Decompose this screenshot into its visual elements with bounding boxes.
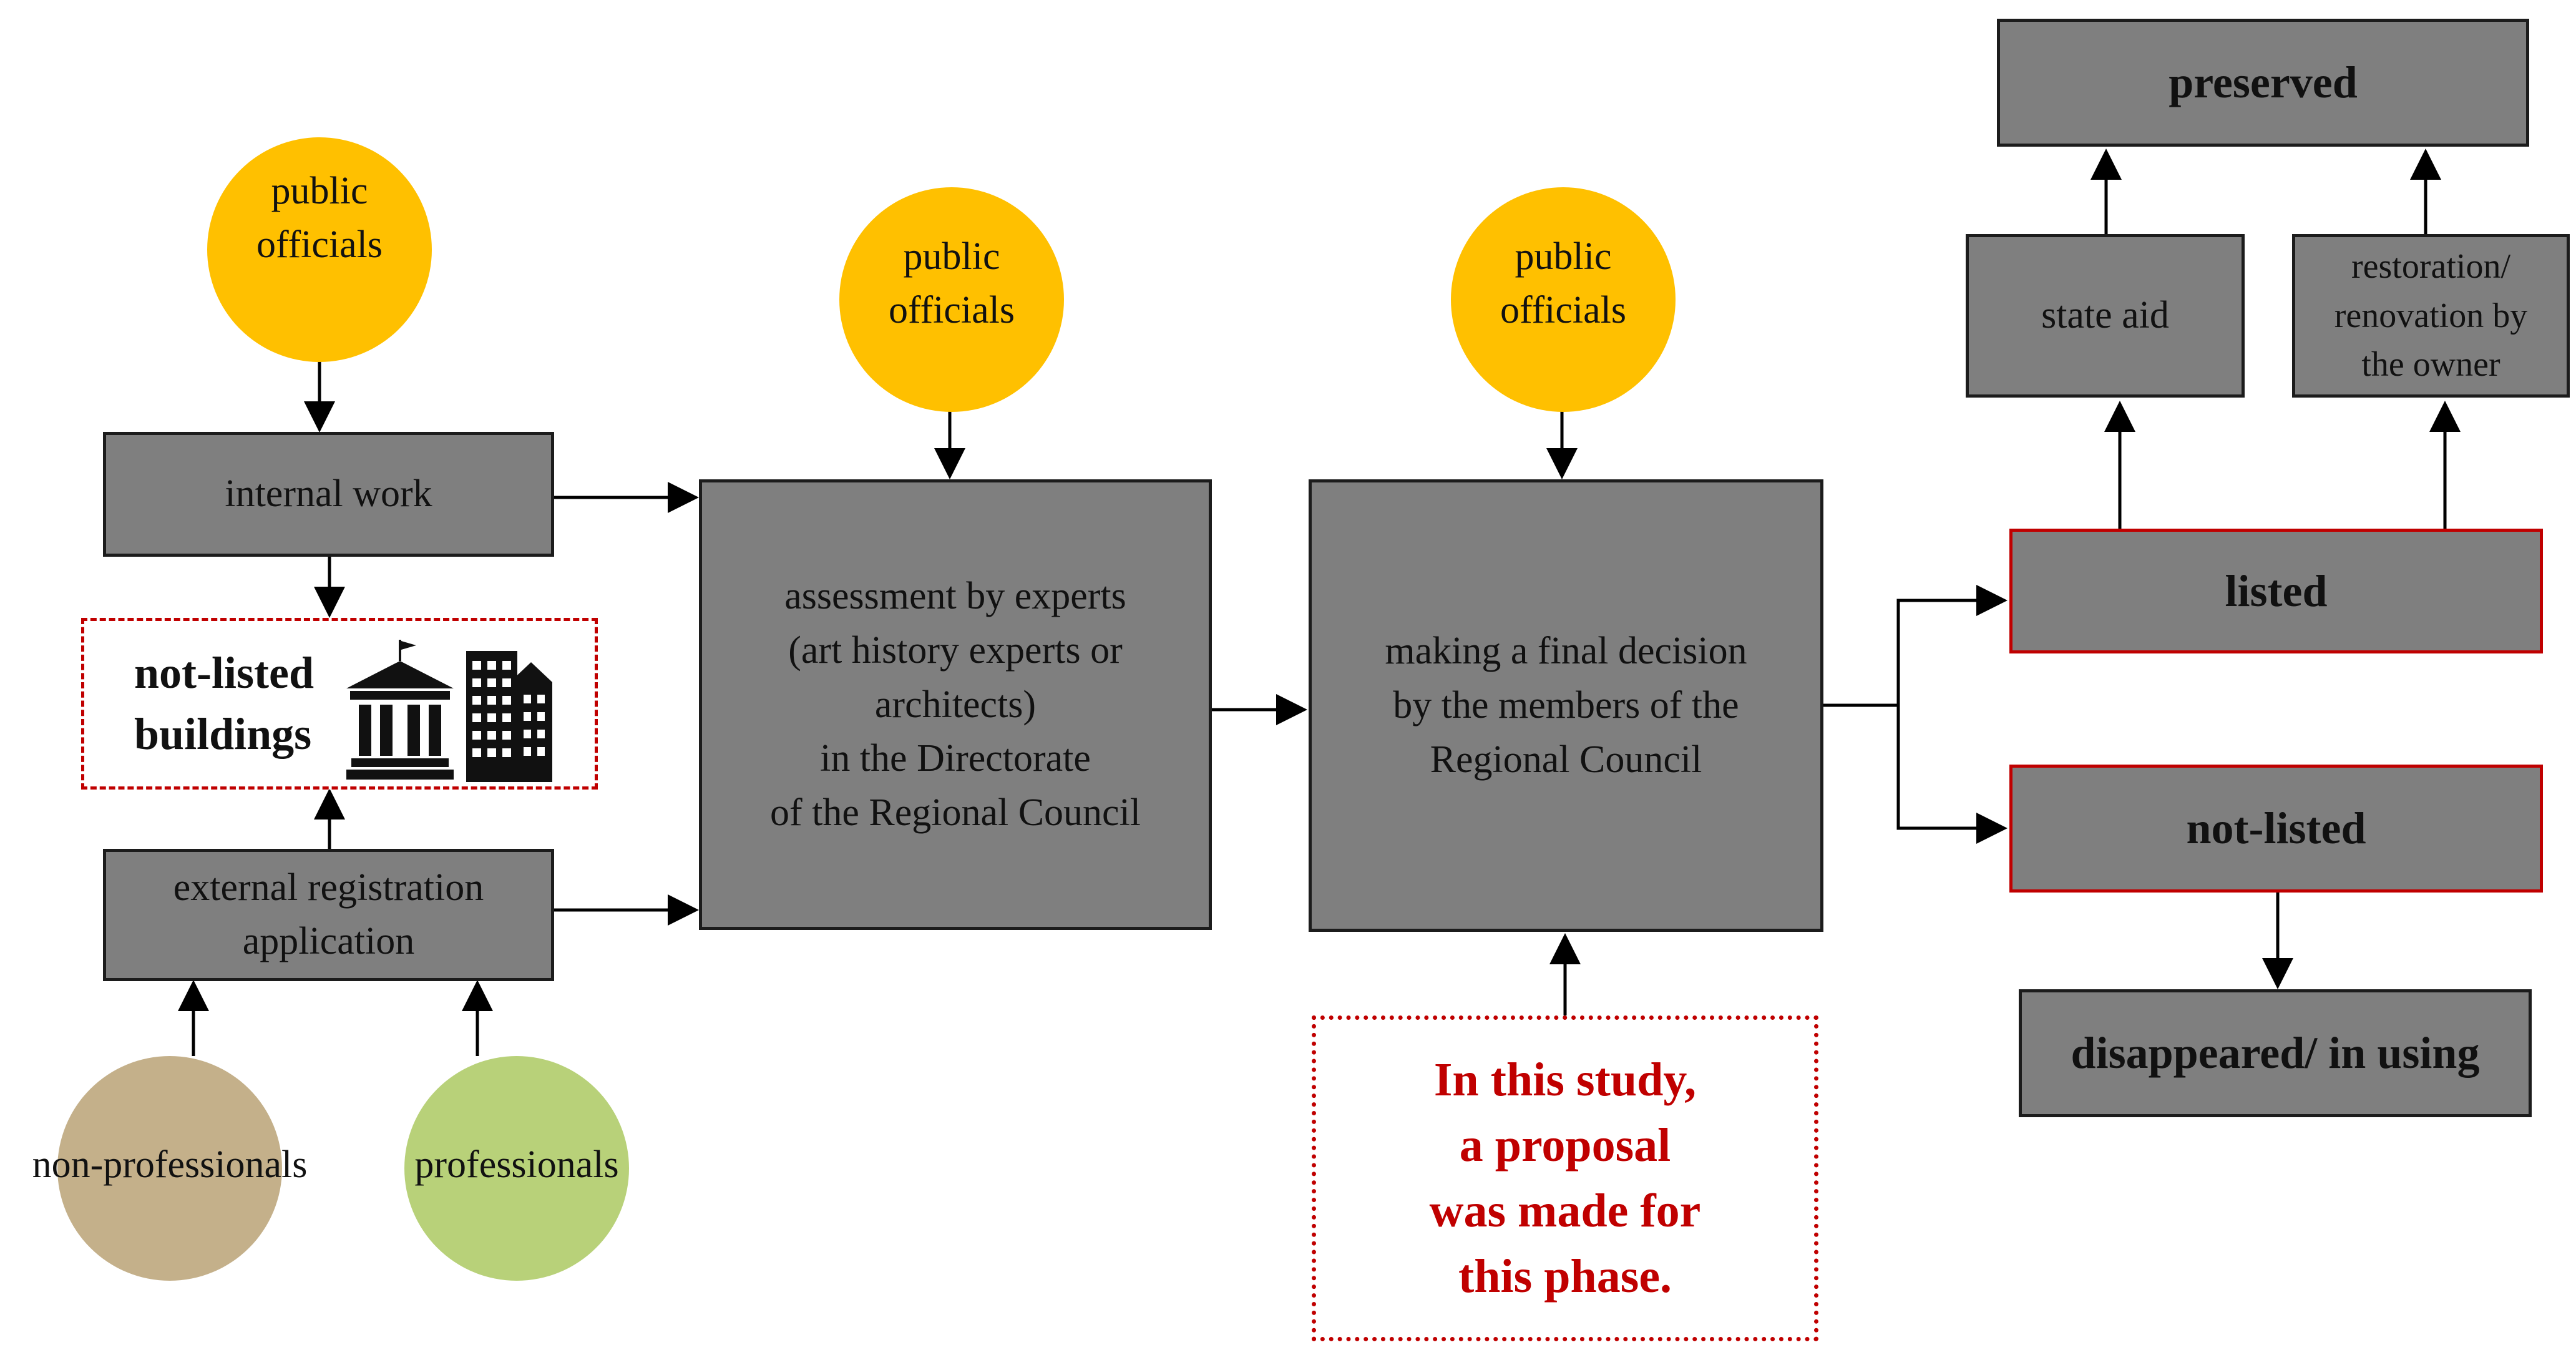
- internal-work-box: internal work: [103, 432, 554, 557]
- listed-label: listed: [2225, 565, 2328, 616]
- buildings-icon: [466, 651, 552, 782]
- not-listed-label: not-listed: [2186, 803, 2366, 853]
- non-professionals-label: non-professionals: [32, 1143, 308, 1186]
- disappeared-box: disappeared/ in using: [2019, 989, 2532, 1117]
- not-listed-buildings-box: not-listed buildings: [81, 618, 598, 790]
- not-listed-buildings-label: not-listed buildings: [134, 648, 314, 759]
- arrow-decision-to-notlisted: [1896, 705, 2008, 844]
- internal-work-label: internal work: [225, 472, 432, 516]
- public-officials-circle-mid: public officials: [839, 187, 1064, 412]
- final-decision-label: making a final decision by the members o…: [1385, 630, 1747, 781]
- preserved-box: preserved: [1997, 19, 2529, 147]
- proposal-note-label: In this study, a proposal was made for t…: [1429, 1054, 1701, 1303]
- listed-box: listed: [2009, 529, 2543, 653]
- not-listed-box: not-listed: [2009, 765, 2543, 893]
- public-officials-circle-right: public officials: [1451, 187, 1676, 412]
- professionals-circle: professionals: [404, 1056, 629, 1281]
- public-officials-label: public officials: [256, 170, 383, 266]
- assessment-box: assessment by experts (art history exper…: [699, 479, 1212, 930]
- disappeared-label: disappeared/ in using: [2071, 1028, 2480, 1078]
- arrow-decision-to-listed: [1823, 585, 2008, 707]
- non-professionals-circle: non-professionals: [32, 1056, 307, 1281]
- public-officials-label: public officials: [888, 235, 1015, 331]
- preserved-label: preserved: [2169, 57, 2358, 107]
- final-decision-box: making a final decision by the members o…: [1309, 479, 1823, 932]
- building-icons: [346, 640, 552, 782]
- restoration-label: restoration/ renovation by the owner: [2334, 247, 2528, 384]
- museum-icon: [346, 640, 454, 780]
- external-registration-box: external registration application: [103, 849, 554, 981]
- state-aid-label: state aid: [2041, 294, 2169, 337]
- public-officials-label: public officials: [1500, 235, 1626, 331]
- restoration-box: restoration/ renovation by the owner: [2292, 234, 2570, 398]
- public-officials-circle-left: public officials: [207, 137, 432, 362]
- assessment-label: assessment by experts (art history exper…: [769, 575, 1141, 834]
- state-aid-box: state aid: [1966, 234, 2245, 398]
- professionals-label: professionals: [414, 1143, 619, 1186]
- proposal-note-box: In this study, a proposal was made for t…: [1312, 1015, 1818, 1341]
- external-registration-label: external registration application: [173, 866, 484, 962]
